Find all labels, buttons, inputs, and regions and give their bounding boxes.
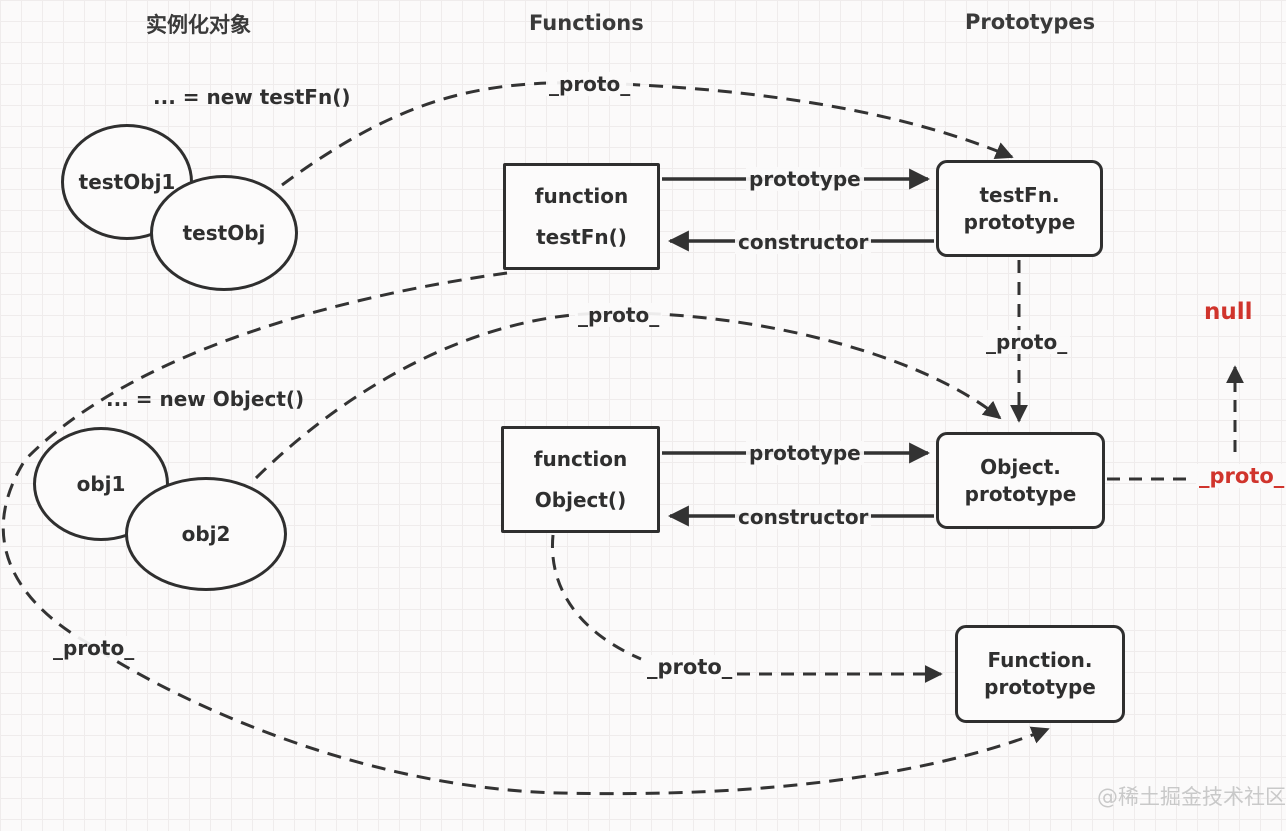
- edge-proto-objectfn-to-function-prototype-a: [550, 534, 642, 661]
- edge-label-proto-left: _proto_: [50, 636, 138, 660]
- function-box-object-line1: function: [533, 447, 628, 472]
- prototype-box-object: Object. prototype: [936, 432, 1105, 529]
- prototype-box-testfn-line1: testFn.: [979, 182, 1060, 207]
- instance-obj1-label: obj1: [76, 472, 126, 496]
- edge-label-prototype-top: prototype: [746, 167, 864, 191]
- prototype-box-function-line2: prototype: [984, 675, 1096, 699]
- prototype-box-object-line1: Object.: [980, 454, 1061, 479]
- instance-obj2-label: obj2: [181, 522, 231, 546]
- annotation-new-testfn: ... = new testFn(): [153, 85, 351, 109]
- function-box-testfn-line2: testFn(): [536, 224, 627, 249]
- instance-testobj: testObj: [150, 175, 298, 291]
- prototype-box-testfn: testFn. prototype: [936, 160, 1103, 257]
- instance-obj2: obj2: [125, 477, 287, 591]
- header-instances: 实例化对象: [146, 13, 251, 37]
- function-box-testfn: function testFn(): [503, 163, 660, 270]
- function-box-object: function Object(): [501, 426, 660, 533]
- null-label: null: [1204, 299, 1253, 325]
- annotation-new-object: ... = new Object(): [106, 387, 305, 411]
- prototype-box-testfn-line2: prototype: [963, 209, 1076, 234]
- function-box-object-line2: Object(): [534, 487, 627, 512]
- edge-label-proto-top: _proto_: [546, 72, 634, 96]
- edge-label-proto-null: _proto_: [1196, 464, 1286, 488]
- header-prototypes: Prototypes: [965, 10, 1096, 34]
- edge-label-proto-vertical: _proto_: [983, 330, 1071, 354]
- prototype-box-function-line1: Function.: [987, 648, 1093, 672]
- prototype-box-object-line2: prototype: [964, 481, 1077, 506]
- edge-label-proto-bottom: _proto_: [644, 655, 736, 679]
- edge-label-constructor-top: constructor: [735, 230, 872, 254]
- instance-testobj-label: testObj: [182, 221, 266, 245]
- instance-testobj1-label: testObj1: [78, 170, 176, 194]
- function-box-testfn-line1: function: [534, 184, 629, 209]
- edge-label-proto-mid: _proto_: [575, 303, 663, 327]
- edge-label-constructor-bottom: constructor: [735, 505, 872, 529]
- prototype-box-function: Function. prototype: [955, 625, 1125, 723]
- watermark: @稀土掘金技术社区: [1097, 785, 1286, 809]
- header-functions: Functions: [529, 11, 644, 35]
- edge-label-prototype-bottom: prototype: [746, 441, 864, 465]
